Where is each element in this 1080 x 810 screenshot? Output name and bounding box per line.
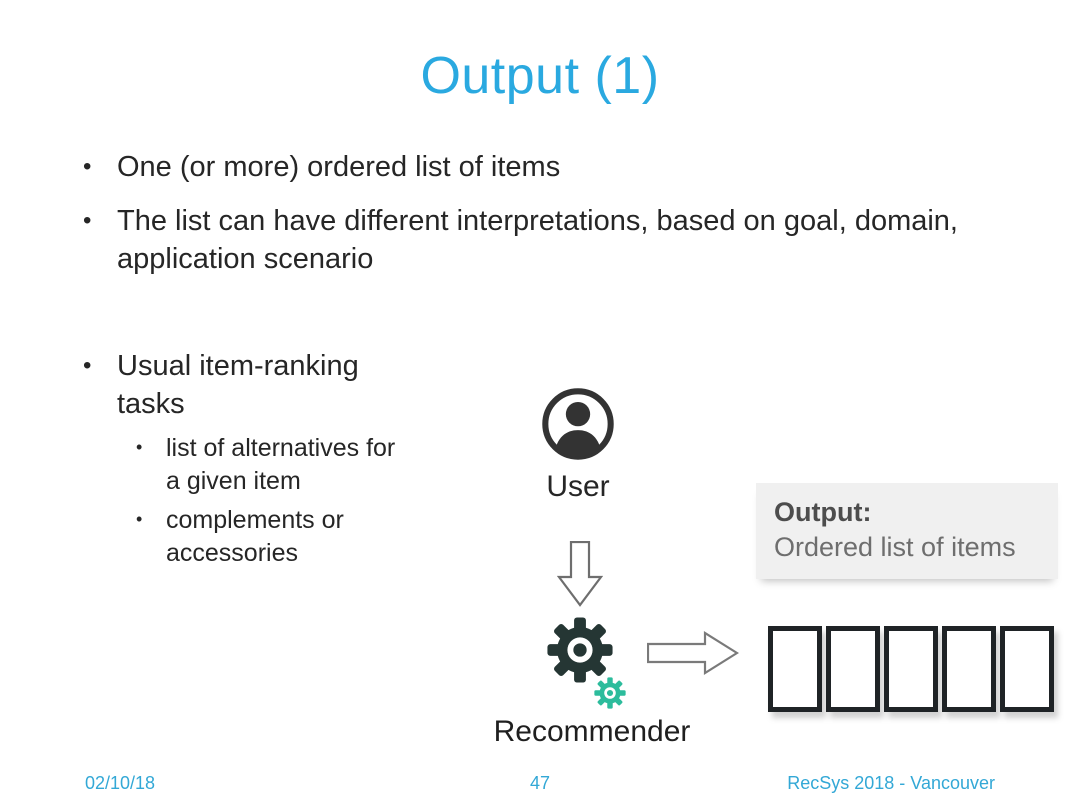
recommender-label: Recommender <box>493 715 691 748</box>
footer-event-name: RecSys 2018 - Vancouver <box>787 773 995 793</box>
bullet-marker: • <box>83 153 92 180</box>
bullet-marker: • <box>136 509 143 529</box>
bullet-marker: • <box>83 352 92 379</box>
bullet-item: • Usual item-ranking tasks <box>83 347 413 424</box>
bullet-marker: • <box>136 437 143 457</box>
sub-bullet-item: • complements or accessories <box>136 504 396 569</box>
slide-title: Output (1) <box>420 47 660 105</box>
bullet-marker: • <box>83 207 92 234</box>
gear-icon <box>543 613 617 687</box>
item-slot <box>884 626 938 712</box>
user-label: User <box>546 470 610 503</box>
item-slot <box>826 626 880 712</box>
bullet-text: One (or more) ordered list of items <box>117 151 561 183</box>
bullet-item: • One (or more) ordered list of items <box>83 148 983 186</box>
sub-bullet-item: • list of alternatives for a given item <box>136 432 396 497</box>
bullet-text: Usual item-ranking tasks <box>117 350 359 421</box>
output-callout-panel: Output: Ordered list of items <box>756 483 1058 579</box>
item-slot <box>942 626 996 712</box>
output-panel-heading: Output: <box>774 497 872 527</box>
item-slot <box>768 626 822 712</box>
item-slots <box>768 626 1054 712</box>
output-panel-body: Ordered list of items <box>774 531 1016 562</box>
sub-bullet-text: list of alternatives for a given item <box>166 434 396 495</box>
user-icon <box>540 386 616 462</box>
footer-page-number: 47 <box>529 773 551 793</box>
bullet-text: The list can have different interpretati… <box>117 205 958 276</box>
block-arrow-right-icon <box>646 631 740 675</box>
bullet-item: • The list can have different interpreta… <box>83 202 963 279</box>
small-gear-icon <box>593 676 627 710</box>
footer-date: 02/10/18 <box>85 773 156 793</box>
sub-bullet-text: complements or accessories <box>166 506 344 567</box>
item-slot <box>1000 626 1054 712</box>
block-arrow-down-icon <box>556 540 604 607</box>
